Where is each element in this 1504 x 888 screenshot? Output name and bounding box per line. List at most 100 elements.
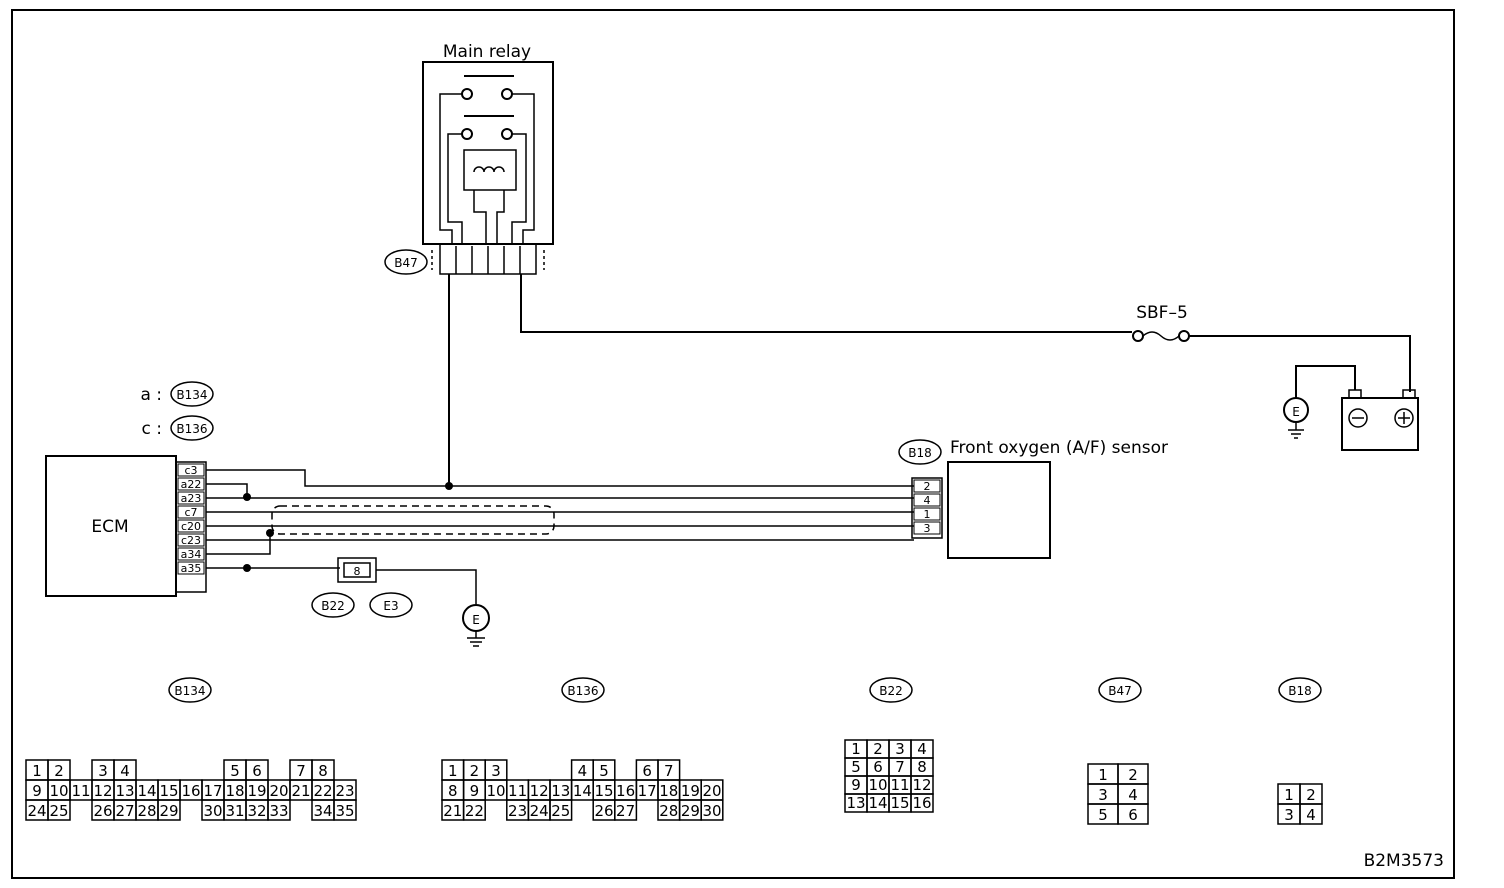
connector-pin: 18 <box>659 782 678 800</box>
connector-pin: 30 <box>203 802 222 820</box>
connector-code: B136 <box>567 684 598 698</box>
connector-pin: 26 <box>594 802 613 820</box>
sensor-pin: 2 <box>924 480 931 493</box>
connector-pin: 11 <box>890 776 909 794</box>
connector-pin: 5 <box>851 758 861 776</box>
connector-pin: 1 <box>1284 786 1294 804</box>
connector-pin: 2 <box>1128 766 1138 784</box>
connector-pin: 29 <box>159 802 178 820</box>
connector-code: B47 <box>1108 684 1132 698</box>
connector-pin: 5 <box>1098 806 1108 824</box>
legend: a : B134 c : B136 <box>140 381 214 441</box>
connector-pin: 11 <box>508 782 527 800</box>
legend-c-prefix: c : <box>142 419 162 439</box>
connector-pin: 5 <box>230 762 240 780</box>
sensor-pin: 3 <box>924 522 931 535</box>
fuse-sbf5: SBF–5 <box>1132 303 1190 342</box>
connector-pin: 10 <box>49 782 68 800</box>
connector-pin: 24 <box>27 802 46 820</box>
ecm-pin: a23 <box>181 492 202 505</box>
connector-pin: 12 <box>93 782 112 800</box>
connector-pin: 9 <box>32 782 42 800</box>
legend-a-prefix: a : <box>140 385 162 405</box>
connector-pin: 17 <box>203 782 222 800</box>
connector-pin: 6 <box>252 762 262 780</box>
svg-text:B47: B47 <box>394 256 418 270</box>
connector-pin: 7 <box>895 758 905 776</box>
connector-pin: 8 <box>448 782 458 800</box>
shielded-cable <box>271 505 555 535</box>
ground-ecm: E <box>462 604 490 647</box>
figure-id: B2M3573 <box>1364 851 1444 871</box>
connector-pin: 28 <box>659 802 678 820</box>
connector-pin: 2 <box>54 762 64 780</box>
connector-badge <box>869 677 913 703</box>
wire-fuse-to-battery <box>1189 335 1411 392</box>
connector-badge <box>561 677 605 703</box>
connector-pin: 9 <box>851 776 861 794</box>
connector-pin: 16 <box>181 782 200 800</box>
connector-pin: 26 <box>93 802 112 820</box>
connector-pin: 4 <box>120 762 130 780</box>
connector-pin: 27 <box>115 802 134 820</box>
connector-pin: 8 <box>318 762 328 780</box>
connector-badge <box>1098 677 1142 703</box>
sensor-label: Front oxygen (A/F) sensor <box>950 438 1168 458</box>
connector-pin: 15 <box>890 794 909 812</box>
e3-badge: E3 <box>369 592 413 618</box>
svg-text:B22: B22 <box>321 599 345 613</box>
fuse-label: SBF–5 <box>1136 303 1188 323</box>
connector-pin: 8 <box>917 758 927 776</box>
connector-pin: 1 <box>851 740 861 758</box>
svg-text:B18: B18 <box>908 446 932 460</box>
connector-pin: 33 <box>269 802 288 820</box>
connector-pin: 13 <box>551 782 570 800</box>
connector-pin: 23 <box>335 782 354 800</box>
connector-pin: 24 <box>530 802 549 820</box>
connector-code: B18 <box>1288 684 1312 698</box>
ecm-pin: a22 <box>181 478 202 491</box>
main-relay-label: Main relay <box>443 42 531 62</box>
connector-pin: 25 <box>551 802 570 820</box>
connector-pin: 15 <box>159 782 178 800</box>
main-relay: Main relay <box>422 42 554 275</box>
connector-pin: 3 <box>98 762 108 780</box>
connector-pin: 14 <box>868 794 887 812</box>
connector-pin: 21 <box>443 802 462 820</box>
battery-plus-icon <box>1394 408 1414 428</box>
connector-pin: 19 <box>681 782 700 800</box>
connector-pin: 9 <box>470 782 480 800</box>
connector-pin: 32 <box>247 802 266 820</box>
sensor-pin: 1 <box>924 508 931 521</box>
connector-pin: 6 <box>1128 806 1138 824</box>
connector-pin: 10 <box>486 782 505 800</box>
connector-pin: 18 <box>225 782 244 800</box>
connector-badge <box>1278 677 1322 703</box>
connector-pin: 20 <box>269 782 288 800</box>
b18-badge <box>898 439 942 465</box>
wire-relay-to-fuse <box>520 274 1132 333</box>
b47-badge: B47 <box>384 249 428 275</box>
ecm-pin: a35 <box>181 562 202 575</box>
connector-pin: 34 <box>313 802 332 820</box>
connector-pin: 30 <box>702 802 721 820</box>
connector-pin: 28 <box>137 802 156 820</box>
connector-code: B134 <box>174 684 205 698</box>
connector-pin: 22 <box>313 782 332 800</box>
wire-joint-to-ground <box>376 569 477 604</box>
connector-pin: 6 <box>873 758 883 776</box>
ecm-label: ECM <box>91 517 128 537</box>
connector-pin: 1 <box>1098 766 1108 784</box>
connector-pin: 2 <box>470 762 480 780</box>
connector-code: B22 <box>879 684 903 698</box>
ecm-pin: a34 <box>181 548 202 561</box>
ecm-pin: c23 <box>181 534 201 547</box>
connector-pin: 2 <box>1306 786 1316 804</box>
joint-connector: 8 <box>337 557 377 583</box>
